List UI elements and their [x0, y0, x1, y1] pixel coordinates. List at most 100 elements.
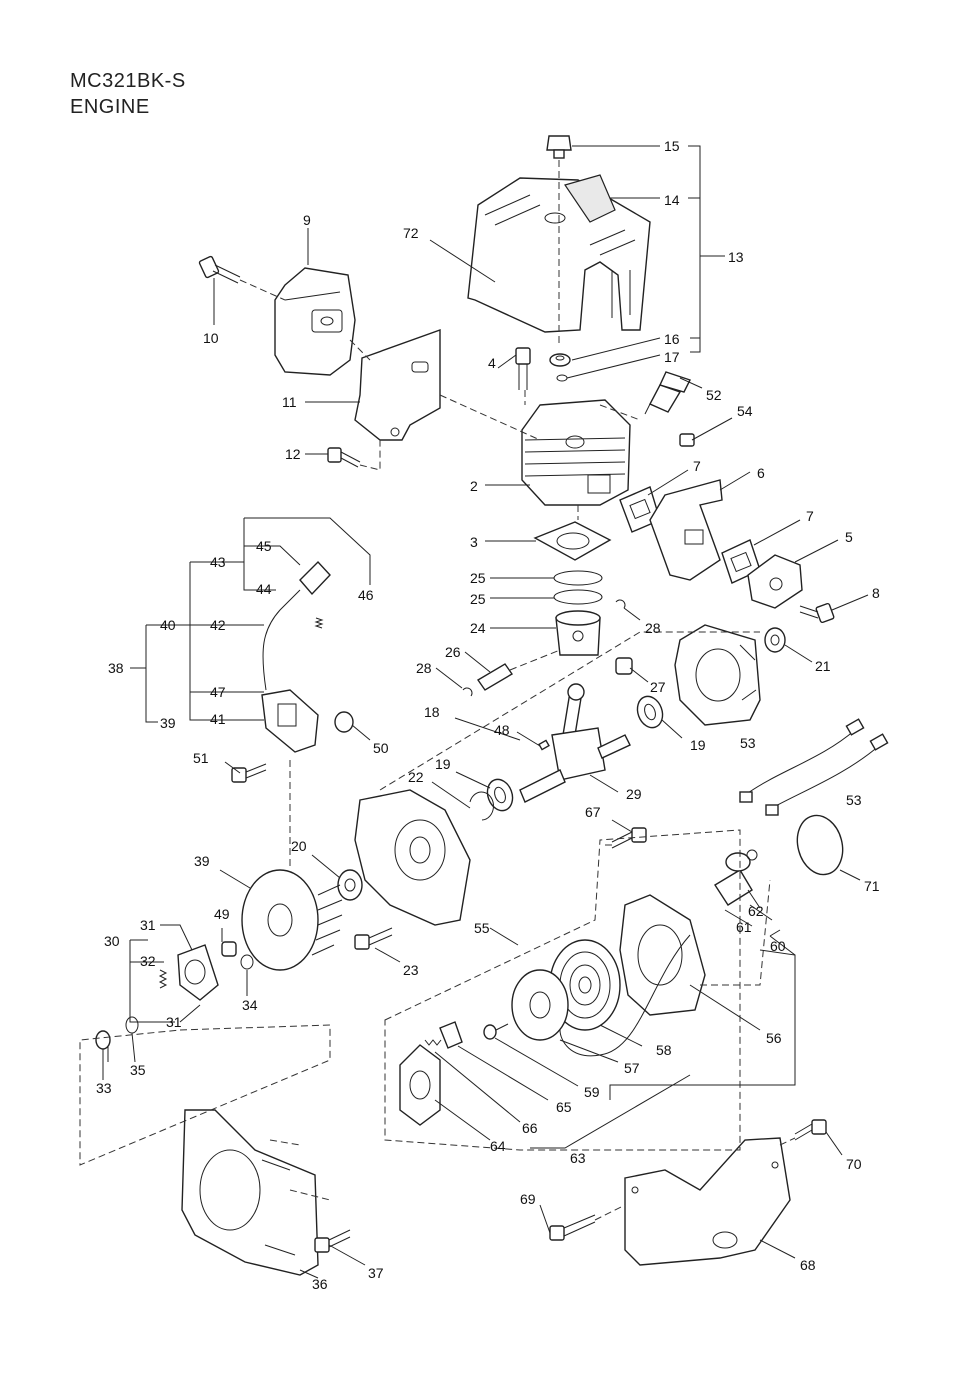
label-7b: 7 [806, 508, 814, 524]
label-52: 52 [706, 387, 722, 403]
part-31-clutch-shoe [177, 944, 219, 1001]
label-65: 65 [556, 1099, 572, 1115]
part-71-disc [796, 814, 844, 876]
part-19-bearing-a [636, 695, 664, 729]
part-25-piston-rings [553, 570, 603, 605]
label-64: 64 [490, 1138, 506, 1154]
part-46-spring [314, 617, 324, 629]
part-64-starter-pulley [399, 1044, 441, 1126]
label-39a: 39 [160, 715, 176, 731]
label-54: 54 [737, 403, 753, 419]
part-29-crankshaft [519, 683, 631, 803]
label-35: 35 [130, 1062, 146, 1078]
part-45-plug-cap [299, 560, 331, 596]
label-6: 6 [757, 465, 765, 481]
label-17: 17 [664, 349, 680, 365]
label-55: 55 [474, 920, 490, 936]
part-65-ratchet [439, 1021, 463, 1049]
label-67: 67 [585, 804, 601, 820]
part-4-bolt [515, 347, 531, 390]
label-69: 69 [520, 1191, 536, 1207]
part-22-circlip [469, 791, 494, 821]
part-26-piston-pin [476, 663, 514, 691]
label-23: 23 [403, 962, 419, 978]
label-19b: 19 [435, 756, 451, 772]
label-31a: 31 [140, 917, 156, 933]
part-53-wire-b [765, 733, 889, 816]
part-11-heat-shield [354, 329, 441, 441]
label-36: 36 [312, 1276, 328, 1292]
part-39-flywheel [241, 869, 343, 971]
label-12: 12 [285, 446, 301, 462]
part-67-bolt [611, 827, 647, 849]
label-46: 46 [358, 587, 374, 603]
label-10: 10 [203, 330, 219, 346]
section-title: ENGINE [70, 96, 150, 118]
label-8: 8 [872, 585, 880, 601]
label-25b: 25 [470, 591, 486, 607]
part-34-washer [240, 954, 254, 970]
part-60-starter-rope [559, 934, 691, 1057]
part-69-bolt [549, 1214, 596, 1241]
part-24-piston [555, 610, 601, 656]
part-28-circlip-a [615, 599, 626, 609]
label-7a: 7 [693, 458, 701, 474]
label-44: 44 [256, 581, 272, 597]
label-50: 50 [373, 740, 389, 756]
label-61: 61 [736, 919, 752, 935]
label-60: 60 [770, 938, 786, 954]
label-57: 57 [624, 1060, 640, 1076]
label-32: 32 [140, 953, 156, 969]
label-34: 34 [242, 997, 258, 1013]
label-53a: 53 [740, 735, 756, 751]
part-62-clip [746, 849, 758, 861]
label-51: 51 [193, 750, 209, 766]
part-17-washer [556, 374, 568, 382]
part-54-nut [679, 433, 695, 447]
part-12-bolt [327, 447, 361, 468]
label-28a: 28 [645, 620, 661, 636]
label-2: 2 [470, 478, 478, 494]
part-32-spring [158, 969, 168, 989]
label-71: 71 [864, 878, 880, 894]
label-3: 3 [470, 534, 478, 550]
part-36-fan-housing [181, 1109, 319, 1276]
part-16-grommet [549, 353, 571, 367]
label-22: 22 [408, 769, 424, 785]
part-6-insulator [649, 479, 723, 581]
part-52-spark-plug [644, 371, 691, 415]
part-27-needle-bearing [615, 657, 633, 675]
label-48: 48 [494, 722, 510, 738]
label-20: 20 [291, 838, 307, 854]
part-41-ignition-coil [261, 689, 319, 753]
part-crankcase-right [674, 624, 761, 726]
label-41: 41 [210, 711, 226, 727]
part-68-stand [624, 1137, 791, 1266]
label-25a: 25 [470, 570, 486, 586]
label-19a: 19 [690, 737, 706, 753]
label-62: 62 [748, 903, 764, 919]
label-29: 29 [626, 786, 642, 802]
part-37-bolt [314, 1229, 351, 1253]
part-50-spacer [334, 711, 354, 733]
assembly-dashed-lines [79, 160, 796, 1221]
part-42-ignition-lead [262, 589, 301, 691]
label-63: 63 [570, 1150, 586, 1166]
label-53b: 53 [846, 792, 862, 808]
part-53-wire-a [739, 718, 865, 803]
label-9: 9 [303, 212, 311, 228]
label-13: 13 [728, 249, 744, 265]
label-49: 49 [214, 906, 230, 922]
label-28b: 28 [416, 660, 432, 676]
label-27: 27 [650, 679, 666, 695]
part-19-bearing-b [486, 778, 514, 812]
part-57-rope-reel [511, 969, 569, 1041]
part-8-bolt [799, 602, 835, 624]
label-66: 66 [522, 1120, 538, 1136]
part-21-oil-seal [764, 627, 786, 653]
label-56: 56 [766, 1030, 782, 1046]
part-33-bolt [95, 1030, 111, 1065]
part-48-key [538, 739, 550, 751]
part-23-bolt [354, 927, 393, 950]
